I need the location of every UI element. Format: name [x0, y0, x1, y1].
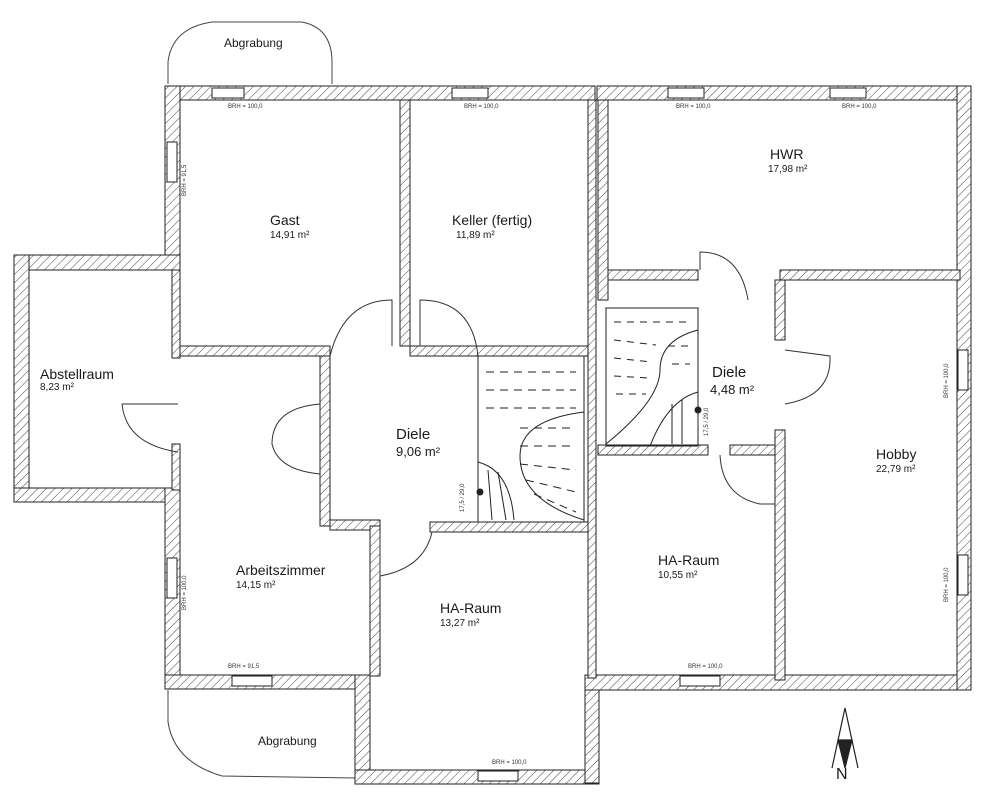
window-note-arbeits-bottom: BRH = 91,5 — [228, 664, 260, 670]
compass-north-label: N — [836, 766, 848, 783]
room-hobby-name: Hobby — [876, 446, 917, 462]
room-gast-area: 14,91 m² — [270, 230, 310, 241]
room-keller-name: Keller (fertig) — [452, 212, 533, 228]
window-note-gast-top: BRH = 100,0 — [228, 104, 263, 110]
room-ha-raum-left-name: HA-Raum — [440, 600, 502, 616]
room-ha-raum-right-area: 10,55 m² — [658, 570, 698, 581]
room-arbeitszimmer-name: Arbeitszimmer — [236, 562, 326, 578]
compass-arrow — [831, 707, 859, 769]
room-diele-left-name: Diele — [396, 426, 431, 443]
room-hobby-area: 22,79 m² — [876, 464, 916, 475]
room-hwr-name: HWR — [770, 146, 804, 162]
stair-left — [476, 355, 585, 523]
room-diele-left-area: 9,06 m² — [396, 444, 441, 459]
window-note-arbeits-left: BRH = 100,0 — [182, 575, 188, 610]
room-abstellraum-area: 8,23 m² — [40, 382, 74, 393]
room-ha-raum-right-name: HA-Raum — [658, 552, 720, 568]
door-swings — [121, 251, 831, 577]
room-gast-name: Gast — [270, 212, 300, 228]
room-hwr-area: 17,98 m² — [768, 164, 808, 175]
window-note-gast-left: BRH = 91,5 — [182, 164, 188, 196]
room-abstellraum-name: Abstellraum — [40, 366, 114, 382]
windows — [166, 87, 969, 782]
room-keller-area: 11,89 m² — [456, 230, 495, 241]
abgrabung-top-area — [167, 21, 333, 84]
window-note-ha-right-bottom: BRH = 100,0 — [688, 664, 723, 670]
stair-note-right: 17,5 / 29,0 — [704, 407, 710, 436]
outer-walls — [13, 85, 972, 785]
window-note-hwr-top-left: BRH = 100,0 — [676, 104, 711, 110]
inner-walls — [171, 99, 961, 681]
window-note-ha-left-bottom: BRH = 100,0 — [492, 760, 527, 766]
window-note-hobby-right-top: BRH = 100,0 — [944, 363, 950, 398]
window-note-keller-top: BRH = 100,0 — [464, 104, 499, 110]
room-diele-right-area: 4,48 m² — [710, 382, 755, 397]
abgrabung-bottom-label: Abgrabung — [258, 734, 317, 748]
stair-note-left: 17,5 / 29,0 — [460, 483, 466, 512]
window-note-hwr-top-right: BRH = 100,0 — [842, 104, 877, 110]
room-ha-raum-left-area: 13,27 m² — [440, 618, 480, 629]
window-note-hobby-right-bottom: BRH = 100,0 — [944, 567, 950, 602]
stair-right — [605, 307, 702, 447]
abgrabung-bottom-area — [167, 690, 357, 779]
room-diele-right-name: Diele — [712, 364, 747, 381]
abgrabung-top-label: Abgrabung — [224, 36, 283, 50]
room-arbeitszimmer-area: 14,15 m² — [236, 580, 276, 591]
